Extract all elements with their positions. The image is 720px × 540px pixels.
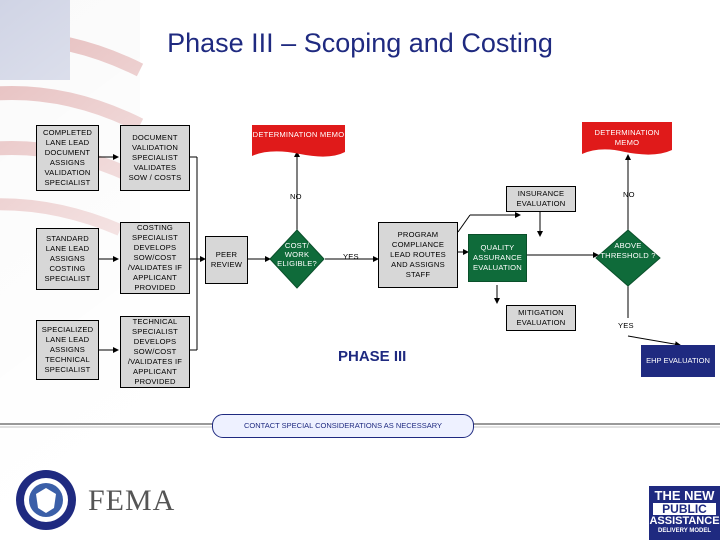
determination-memo-1: DETERMINATION MEMO (252, 130, 345, 139)
phase-label: PHASE III (338, 348, 407, 365)
program-compliance-box: PROGRAM COMPLIANCE LEAD ROUTES AND ASSIG… (378, 222, 458, 288)
ehp-evaluation-box: EHP EVALUATION (641, 345, 715, 377)
quality-assurance-box: QUALITY ASSURANCE EVALUATION (468, 234, 527, 282)
badge-line-2: PUBLIC (653, 503, 716, 515)
determination-memo-2: DETERMINATION MEMO (594, 128, 660, 147)
no-label-2: NO (623, 190, 635, 199)
mitigation-evaluation-box: MITIGATION EVALUATION (506, 305, 576, 331)
yes-label-1: YES (343, 252, 359, 261)
dhs-seal-icon (16, 470, 76, 530)
cost-eligible-diamond (269, 229, 325, 289)
specialized-lane-lead-box: SPECIALIZED LANE LEAD ASSIGNS TECHNICAL … (36, 320, 99, 380)
badge-line-3: ASSISTANCE (649, 515, 720, 527)
no-label-1: NO (290, 192, 302, 201)
above-threshold-label: ABOVE THRESHOLD ? (600, 241, 656, 260)
document-validation-box: DOCUMENT VALIDATION SPECIALIST VALIDATES… (120, 125, 190, 191)
standard-lane-lead-box: STANDARD LANE LEAD ASSIGNS COSTING SPECI… (36, 228, 99, 290)
insurance-evaluation-box: INSURANCE EVALUATION (506, 186, 576, 212)
badge-line-4: DELIVERY MODEL (657, 528, 711, 534)
above-threshold-diamond (595, 229, 661, 287)
cost-eligible-label: COST/ WORK ELIGIBLE? (277, 241, 317, 268)
contact-special-considerations: CONTACT SPECIAL CONSIDERATIONS AS NECESS… (212, 414, 474, 438)
yes-label-2: YES (618, 321, 634, 330)
costing-specialist-box: COSTING SPECIALIST DEVELOPS SOW/COST /VA… (120, 222, 190, 294)
page-title: Phase III – Scoping and Costing (167, 28, 553, 58)
technical-specialist-box: TECHNICAL SPECIALIST DEVELOPS SOW/COST /… (120, 316, 190, 388)
completed-lane-lead-box: COMPLETED LANE LEAD DOCUMENT ASSIGNS VAL… (36, 125, 99, 191)
badge-line-1: THE NEW (654, 488, 715, 503)
fema-logo: FEMA (88, 484, 176, 517)
public-assistance-badge: THE NEW PUBLIC ASSISTANCE DELIVERY MODEL (649, 486, 720, 540)
peer-review-box: PEER REVIEW (205, 236, 248, 284)
